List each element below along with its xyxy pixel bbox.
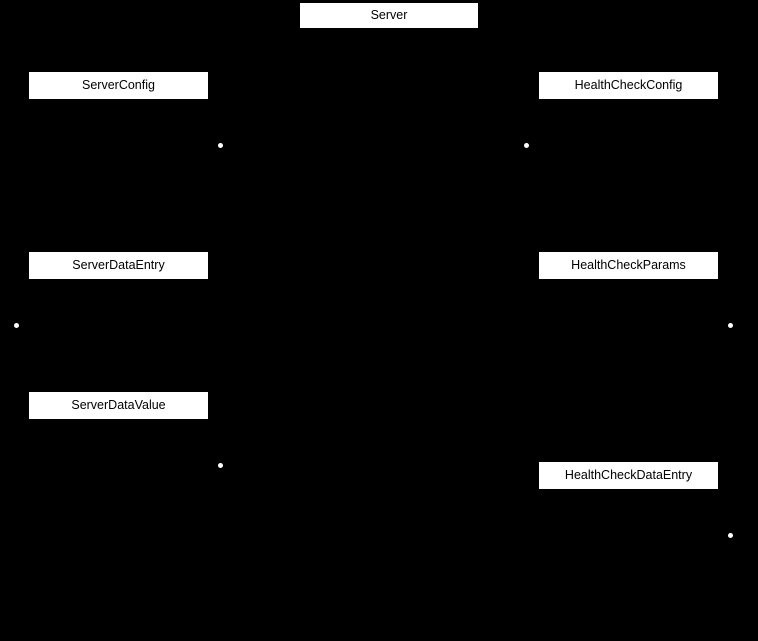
node-server-data-entry: ServerDataEntry [29, 252, 208, 279]
node-label: HealthCheckConfig [574, 78, 683, 93]
connector-dot [727, 322, 733, 328]
connector-dot [13, 322, 19, 328]
node-health-check-params: HealthCheckParams [539, 252, 718, 279]
node-server: Server [300, 3, 478, 28]
node-label: Server [370, 8, 408, 23]
node-label: HealthCheckDataEntry [564, 468, 693, 483]
node-server-config: ServerConfig [29, 72, 208, 99]
node-health-check-data-entry: HealthCheckDataEntry [539, 462, 718, 489]
node-label: ServerDataEntry [72, 258, 165, 273]
connector-dot [727, 532, 733, 538]
connector-dot [523, 142, 529, 148]
node-label: HealthCheckParams [571, 258, 686, 273]
node-health-check-config: HealthCheckConfig [539, 72, 718, 99]
node-label: ServerDataValue [71, 398, 166, 413]
node-server-data-value: ServerDataValue [29, 392, 208, 419]
node-label: ServerConfig [82, 78, 155, 93]
connector-dot [217, 462, 223, 468]
connector-dot [217, 142, 223, 148]
